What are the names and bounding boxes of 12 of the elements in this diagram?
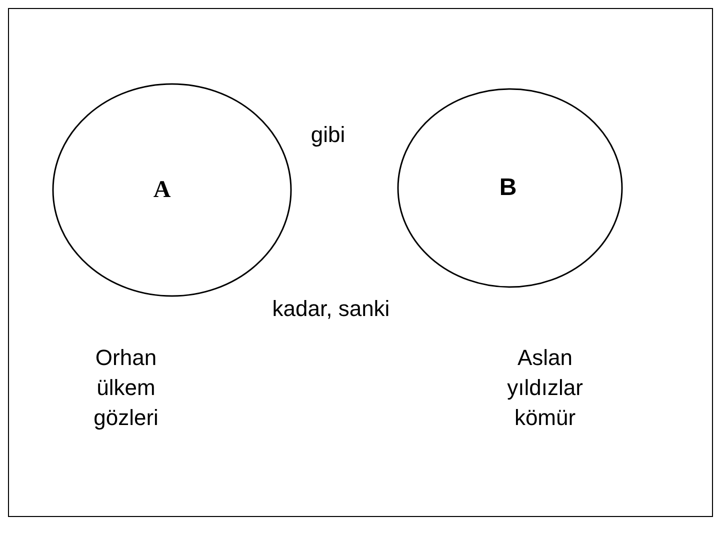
word-label: yıldızlar <box>507 375 583 401</box>
word-label: ülkem <box>96 375 156 401</box>
circle <box>52 83 292 297</box>
circle-label: A <box>153 176 171 204</box>
word-label: kadar, sanki <box>272 296 390 322</box>
word-label: Orhan <box>95 345 157 371</box>
word-label: gözleri <box>94 405 158 431</box>
circle <box>397 88 623 288</box>
word-label: kömür <box>514 405 576 431</box>
word-label: Aslan <box>517 345 573 371</box>
circle-label: B <box>499 174 517 202</box>
word-label: gibi <box>310 122 346 148</box>
